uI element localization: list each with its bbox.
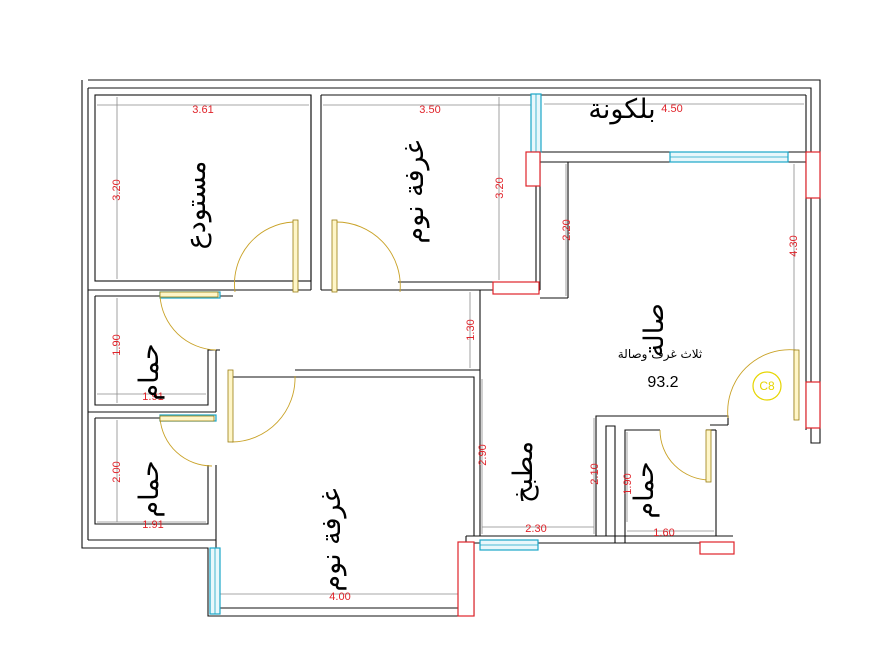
column <box>492 281 540 295</box>
room-bedroom-top-label: غرفة نوم <box>399 140 430 243</box>
room-bedroom-bottom-label: غرفة نوم <box>316 488 347 591</box>
door-bedroom-top <box>331 219 401 293</box>
dim-living-height-a: 2.20 <box>561 219 573 240</box>
dim-bath-1-width: 1.91 <box>142 391 163 403</box>
room-balcony-label: بلكونة <box>588 94 655 125</box>
dim-kitchen-width: 2.30 <box>525 523 546 535</box>
dim-bath-3-width: 1.60 <box>653 527 674 539</box>
dim-kitchen-height: 2.90 <box>477 444 489 465</box>
dimension-labels: 3.61 3.20 3.50 3.20 4.50 2.20 4.30 1.30 … <box>111 103 800 603</box>
window-living <box>669 151 789 163</box>
room-bath-2-label: حمام <box>134 460 165 517</box>
dim-bedroom-top-height: 3.20 <box>494 177 506 198</box>
summary-label: ثلاث غرف وصالة <box>618 347 703 362</box>
column <box>805 381 821 429</box>
dim-storage-height: 3.20 <box>111 179 123 200</box>
dim-bath-3-height: 1.90 <box>622 473 634 494</box>
column <box>699 541 735 555</box>
area-value: 93.2 <box>647 374 678 391</box>
column <box>457 541 475 617</box>
code-label: C8 <box>759 379 775 393</box>
column <box>805 151 821 199</box>
door-living <box>727 349 800 421</box>
window-balcony-door <box>530 93 542 153</box>
dimension-lines <box>97 97 804 595</box>
dim-corridor: 1.30 <box>465 319 477 340</box>
door-bath-1 <box>159 291 219 351</box>
dim-kitchen-right-height: 2.10 <box>589 463 601 484</box>
room-bath-3-label: حمام <box>629 461 660 518</box>
room-labels: مستودع غرفة نوم بلكونة صالة حمام حمام غر… <box>134 94 670 592</box>
dim-bath-2-width: 1.91 <box>142 519 163 531</box>
columns <box>457 151 821 617</box>
window-kitchen <box>479 539 539 551</box>
doors <box>159 219 800 483</box>
door-bedroom-bottom <box>227 369 296 443</box>
door-bath-3 <box>659 429 712 483</box>
annotations: ثلاث غرف وصالة 93.2 C8 <box>618 347 782 401</box>
door-storage <box>234 219 299 293</box>
dim-living-height-b: 4.30 <box>788 235 800 256</box>
window-bedroom-bottom <box>209 547 221 615</box>
room-storage-label: مستودع <box>181 161 212 250</box>
dim-bath-2-height: 2.00 <box>111 461 123 482</box>
dim-bath-1-height: 1.90 <box>111 334 123 355</box>
room-kitchen-label: مطبخ <box>508 441 539 503</box>
dim-storage-width: 3.61 <box>192 104 213 116</box>
column <box>525 151 541 187</box>
room-bath-1-label: حمام <box>134 343 165 400</box>
dim-balcony-width: 4.50 <box>661 103 682 115</box>
dim-bedroom-top-width: 3.50 <box>419 104 440 116</box>
room-living-label: صالة <box>639 303 670 357</box>
dim-bedroom-bottom-width: 4.00 <box>329 591 350 603</box>
code-marker: C8 <box>752 371 782 401</box>
door-bath-2 <box>159 415 215 467</box>
